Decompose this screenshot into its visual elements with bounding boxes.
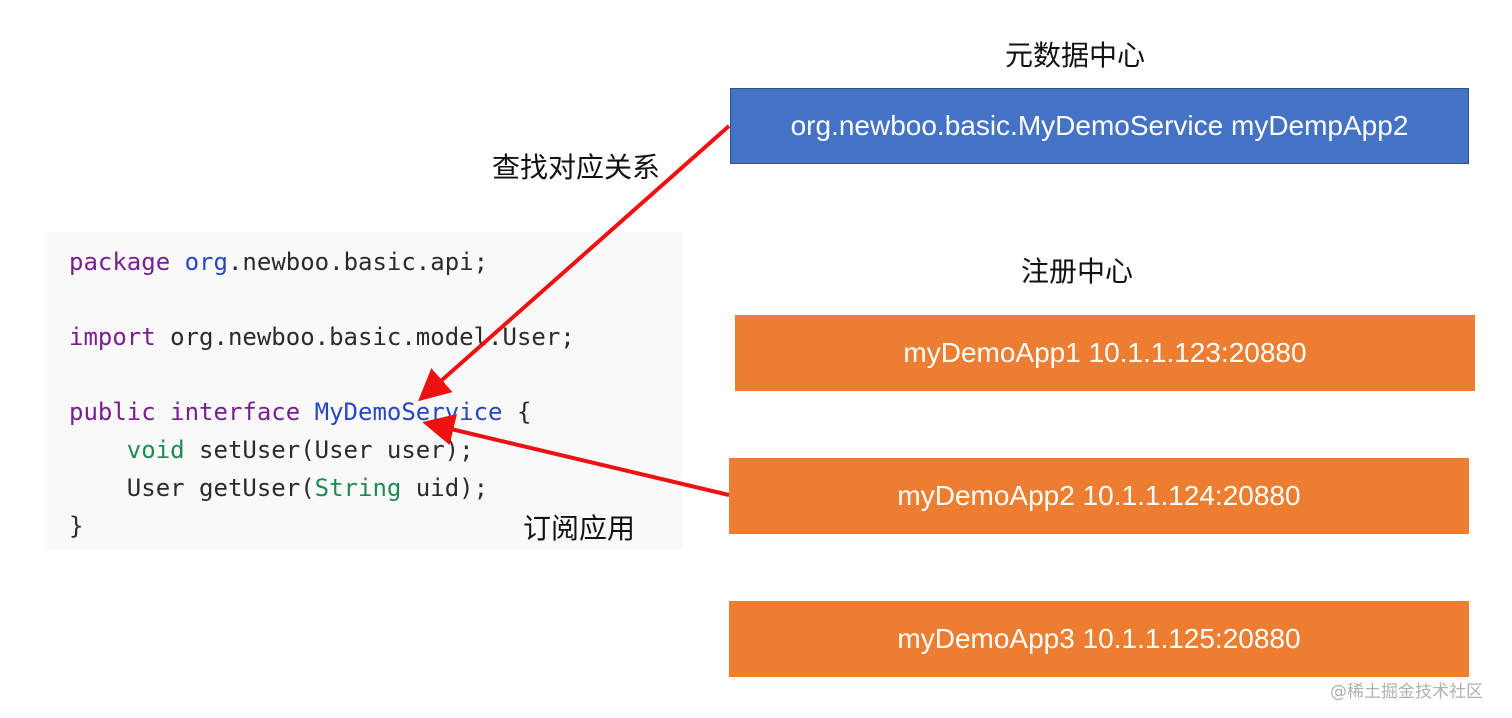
metadata-center-title: 元数据中心 bbox=[1005, 39, 1146, 72]
registry-app-box-1: myDemoApp1 10.1.1.123:20880 bbox=[735, 315, 1475, 391]
code-close-brace: } bbox=[69, 512, 84, 540]
code-import-path: org.newboo.basic.model.User; bbox=[170, 323, 575, 351]
code-keyword-import: import bbox=[69, 323, 156, 351]
watermark: @稀土掘金技术社区 bbox=[1330, 682, 1483, 702]
registry-app-label-3: myDemoApp3 10.1.1.125:20880 bbox=[897, 623, 1301, 654]
code-line-interface: public interface MyDemoService { bbox=[69, 397, 531, 427]
code-keyword-public: public bbox=[69, 398, 156, 426]
code-getuser-rest: uid); bbox=[415, 474, 489, 502]
code-getuser-pre: User getUser( bbox=[126, 474, 315, 502]
code-line-import: import org.newboo.basic.model.User; bbox=[69, 322, 575, 352]
registry-app-label-2: myDemoApp2 10.1.1.124:20880 bbox=[897, 480, 1301, 511]
code-interface-name: MyDemoService bbox=[314, 398, 503, 426]
registry-app-box-3: myDemoApp3 10.1.1.125:20880 bbox=[729, 601, 1469, 677]
code-line-close: } bbox=[69, 511, 83, 541]
metadata-mapping-label: org.newboo.basic.MyDemoService myDempApp… bbox=[790, 110, 1409, 141]
registry-center-title: 注册中心 bbox=[1021, 255, 1134, 288]
metadata-mapping-box: org.newboo.basic.MyDemoService myDempApp… bbox=[730, 88, 1469, 164]
code-keyword-package: package bbox=[69, 248, 171, 276]
code-panel: package org.newboo.basic.api; import org… bbox=[47, 232, 683, 550]
subscribe-app-label: 订阅应用 bbox=[523, 512, 636, 545]
registry-app-box-2: myDemoApp2 10.1.1.124:20880 bbox=[729, 458, 1469, 534]
lookup-mapping-label: 查找对应关系 bbox=[492, 151, 661, 184]
code-setuser-sig: setUser(User user); bbox=[199, 436, 474, 464]
code-package-root: org bbox=[184, 248, 228, 276]
code-keyword-interface: interface bbox=[170, 398, 301, 426]
code-package-rest: .newboo.basic.api; bbox=[227, 248, 489, 276]
code-type-string: String bbox=[314, 474, 402, 502]
registry-app-label-1: myDemoApp1 10.1.1.123:20880 bbox=[903, 337, 1307, 368]
code-line-getuser: User getUser(String uid); bbox=[69, 473, 488, 503]
code-type-void: void bbox=[126, 436, 185, 464]
code-line-package: package org.newboo.basic.api; bbox=[69, 247, 488, 277]
code-open-brace: { bbox=[516, 398, 532, 426]
code-line-setuser: void setUser(User user); bbox=[69, 435, 474, 465]
